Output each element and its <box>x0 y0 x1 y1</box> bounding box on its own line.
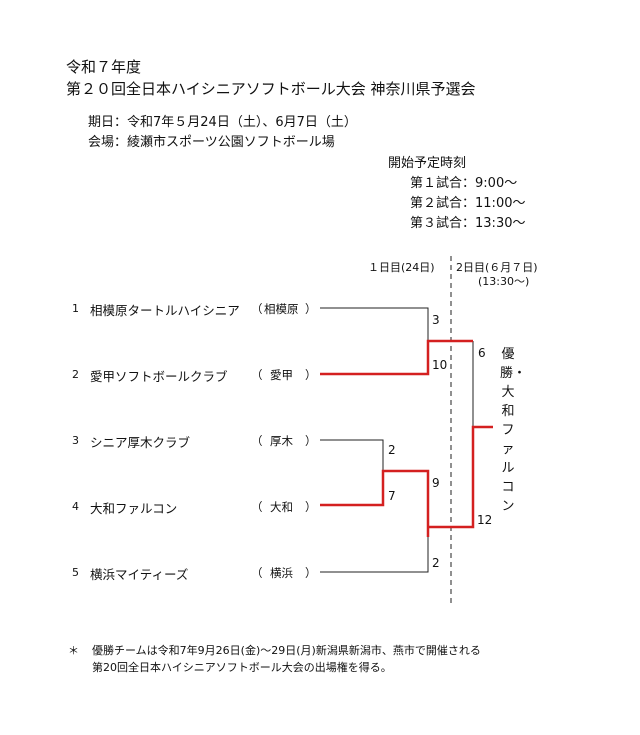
team-name: 大和ファルコン <box>90 501 178 516</box>
team-area-close: ） <box>305 566 317 580</box>
team-area-open: （ <box>251 368 263 382</box>
schedule-game-label: 第３試合： <box>410 216 476 231</box>
event-dates: 期日：令和7年５月24日（土）、6月7日（土） <box>88 115 357 130</box>
schedule-game-1: 第１試合：9:00～ <box>410 172 517 191</box>
team-area-close: ） <box>305 434 317 448</box>
score-m2-bottom: 7 <box>388 489 396 503</box>
footnote-line1: 優勝チームは令和7年9月26日(金)～29日(月)新潟県新潟市、燕市で開催される <box>92 644 481 657</box>
team-name: 相模原タートルハイシニア <box>90 303 240 318</box>
event-venue: 会場：綾瀬市スポーツ公園ソフトボール場 <box>88 135 335 150</box>
winner-label: 優勝・大和ファルコン <box>500 347 527 514</box>
team-seed: 5 <box>72 566 79 579</box>
score-final-bottom: 12 <box>477 513 493 527</box>
team-seed: 3 <box>72 434 79 447</box>
tournament-title: 第２０回全日本ハイシニアソフトボール大会 神奈川県予選会 <box>66 80 476 98</box>
team-area-open: （ <box>251 434 263 448</box>
score-m1-top: 3 <box>432 313 440 327</box>
team-name: シニア厚木クラブ <box>90 435 191 450</box>
win-path-final <box>428 425 493 529</box>
day2-time: (13:30～) <box>478 275 530 288</box>
score-m2-top: 2 <box>388 443 396 457</box>
team-area: 大和 <box>270 500 293 514</box>
line-team3 <box>320 439 384 471</box>
day2-label: 2日目(６月７日) <box>456 261 538 274</box>
team-area-close: ） <box>305 500 317 514</box>
win-path-team2 <box>320 339 473 376</box>
schedule-game-label: 第２試合： <box>410 196 476 211</box>
win-path-team4 <box>320 469 430 537</box>
score-m3-top: 9 <box>432 476 440 490</box>
team-area-open: （ <box>251 566 263 580</box>
team-seed: 4 <box>72 500 79 513</box>
line-team5 <box>320 537 429 573</box>
team-area-close: ） <box>305 368 317 382</box>
team-area-open: （ <box>251 302 263 316</box>
tournament-year: 令和７年度 <box>66 58 142 76</box>
team-area-close: ） <box>305 302 317 316</box>
team-seed: 1 <box>72 302 79 315</box>
footnote-line2: 第20回全日本ハイシニアソフトボール大会の出場権を得る。 <box>92 661 392 674</box>
team-name: 愛甲ソフトボールクラブ <box>90 369 228 384</box>
score-m1-bottom: 10 <box>432 358 448 372</box>
schedule-game-label: 第１試合： <box>410 176 476 191</box>
schedule-game-time: 11:00～ <box>475 196 526 211</box>
schedule-heading: 開始予定時刻 <box>388 156 467 171</box>
schedule-game-2: 第２試合：11:00～ <box>410 192 525 211</box>
team-area: 厚木 <box>270 434 293 448</box>
team-area: 横浜 <box>270 566 293 580</box>
score-m3-bottom: 2 <box>432 556 440 570</box>
day1-label: １日目(24日) <box>368 261 435 274</box>
team-seed: 2 <box>72 368 79 381</box>
schedule-game-time: 9:00～ <box>475 176 518 191</box>
line-team1 <box>320 307 429 341</box>
score-final-top: 6 <box>478 346 486 360</box>
team-area-open: （ <box>251 500 263 514</box>
schedule-game-3: 第３試合：13:30～ <box>410 212 525 231</box>
team-area: 相模原 <box>264 302 299 316</box>
schedule-game-time: 13:30～ <box>475 216 526 231</box>
team-area: 愛甲 <box>270 368 293 382</box>
footnote-mark: ＊ <box>68 644 79 657</box>
team-name: 横浜マイティーズ <box>90 567 189 582</box>
